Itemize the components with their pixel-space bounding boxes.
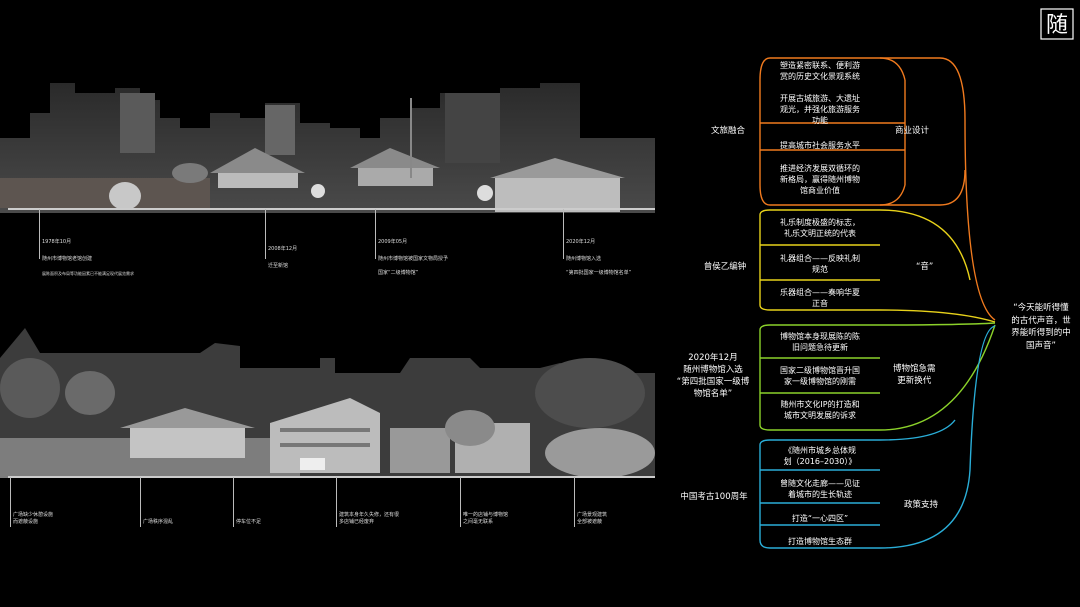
item-commercial-2: 开展古城旅游、大遗址 观光，并强化旅游服务 功能	[780, 93, 860, 125]
bottom-timeline-tick	[336, 477, 337, 527]
top-timeline-tick	[375, 209, 376, 259]
category-policy: 政策支持	[904, 500, 939, 510]
bottom-timeline-tick	[460, 477, 461, 527]
mindmap-root: “今天能听得懂 的古代声音，世 界能听得到的中 国声音”	[1011, 303, 1071, 351]
item-yin-3: 乐器组合——奏响华夏 正音	[780, 288, 860, 308]
event-date: 2009年05月	[378, 239, 408, 245]
bottom-timeline-tick	[233, 477, 234, 527]
top-timeline-axis	[8, 208, 655, 210]
bottom-note-4: 建筑本身年久失修，还有很 多店铺已经废弃	[339, 512, 400, 525]
item-update-2: 国家二级博物馆晋升国 家一级博物馆的刚需	[780, 366, 860, 386]
left-label-zenghou: 曾侯乙编钟	[703, 262, 747, 272]
event-text: 随州市博物馆老馆创建	[42, 256, 93, 262]
bottom-panorama-photo	[0, 328, 655, 478]
event-date: 2020年12月	[566, 239, 596, 245]
top-timeline-tick	[39, 209, 40, 259]
left-label-wenlv: 文旅融合	[710, 126, 745, 136]
event-date: 1978年10月	[42, 239, 72, 245]
bottom-note-6: 广场景观建筑 全部被遮蔽	[577, 512, 608, 525]
event-text: 随州博物馆入选	[566, 256, 602, 262]
bottom-timeline-tick	[574, 477, 575, 527]
item-policy-3: 打造“一心四区”	[791, 513, 849, 523]
logo-mark-icon: 随	[1040, 8, 1074, 40]
bottom-note-2: 广场秩序混乱	[143, 519, 174, 525]
event-sub: 国家“二级博物馆”	[378, 270, 419, 276]
event-date: 2008年12月	[268, 246, 298, 252]
item-policy-1: 《随州市城乡总体规 划（2016–2030）》	[783, 446, 857, 466]
category-update: 博物馆急需 更新换代	[893, 364, 936, 386]
event-sub: 展陈面积及布局等功能因素已不能满足现代展览需求	[42, 271, 134, 276]
svg-text:随: 随	[1046, 13, 1068, 38]
item-policy-2: 曾随文化走廊——见证 着城市的生长轨迹	[780, 479, 860, 499]
item-policy-4: 打造博物馆生态群	[788, 536, 852, 546]
item-commercial-4: 推进经济发展双循环的 新格局，赢得随州博物 馆商业价值	[780, 163, 860, 195]
bottom-note-3: 停车位不足	[236, 519, 262, 525]
top-event-1: 1978年10月 随州市博物馆老馆创建 展陈面积及布局等功能因素已不能满足现代展…	[42, 232, 162, 284]
category-commercial: 商业设计	[895, 126, 930, 136]
category-yin: “音”	[916, 262, 934, 272]
item-yin-2: 礼器组合——反映礼制 规范	[780, 254, 860, 274]
item-commercial-1: 塑造紧密联系、便利游 赏的历史文化景观系统	[780, 61, 860, 81]
top-timeline-tick	[563, 209, 564, 259]
bottom-note-5: 唯一的店铺与博物馆 之间毫无联系	[463, 512, 509, 525]
top-event-3: 2009年05月 随州市博物馆被国家文物局授予 国家“二级博物馆”	[378, 232, 498, 284]
item-commercial-3: 提高城市社会服务水平	[780, 140, 860, 150]
left-label-kaogu: 中国考古100周年	[680, 492, 748, 502]
event-sub: “第四批国家一级博物馆名单”	[566, 270, 632, 276]
item-update-1: 博物馆本身现展陈的陈 旧问题急待更新	[780, 332, 860, 352]
top-timeline-tick	[265, 209, 266, 259]
event-text: 随州市博物馆被国家文物局授予	[378, 256, 449, 262]
bottom-note-1: 广场缺少休憩设施 而遮蔽设施	[13, 512, 54, 525]
bottom-timeline-tick	[140, 477, 141, 527]
item-yin-1: 礼乐制度极盛的标志， 礼乐文明正统的代表	[780, 218, 860, 238]
bottom-timeline-tick	[10, 477, 11, 527]
bottom-timeline-axis	[8, 476, 655, 478]
top-panorama-photo	[0, 78, 655, 213]
left-label-museum2020: 2020年12月 随州博物馆入选 “第四批国家一级博 物馆名单”	[676, 353, 750, 399]
top-event-2: 2008年12月 迁至新馆	[268, 239, 358, 277]
logo: 随	[1040, 8, 1074, 40]
top-event-4: 2020年12月 随州博物馆入选 “第四批国家一级博物馆名单”	[566, 232, 666, 284]
event-text: 迁至新馆	[268, 263, 289, 269]
item-update-3: 随州市文化IP的打造和 城市文明发展的诉求	[780, 400, 860, 420]
